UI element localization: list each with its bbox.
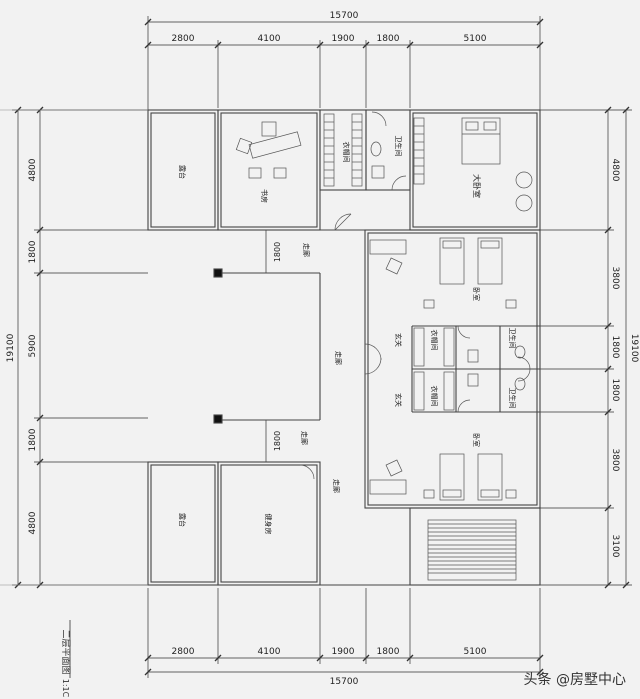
dim-bottom-total: 15700 (330, 677, 359, 687)
toilet-icon (467, 345, 526, 391)
label-closet-1: 衣帽间 (430, 330, 439, 351)
dim-bottom-seg-4: 1800 (377, 647, 400, 657)
dim-right-seg-1: 4800 (610, 159, 620, 182)
plan-scale: 1:1C (61, 679, 70, 698)
bed-icon (461, 117, 501, 165)
dim-inner-corridor-bottom: 1800 (273, 431, 282, 451)
dim-right-total: 19100 (629, 334, 639, 363)
dim-top-seg-3: 1900 (332, 34, 355, 44)
toilet-icon (370, 111, 387, 179)
wardrobe-icon (413, 327, 455, 411)
stairs-icon (427, 519, 517, 581)
label-bath-2: 卫生间 (508, 388, 517, 409)
dimension-lines (12, 16, 632, 678)
label-foyer-1: 玄关 (394, 333, 403, 347)
door-swing-icon (299, 175, 531, 480)
label-study: 书房 (260, 189, 269, 203)
dim-right-seg-6: 3100 (610, 535, 620, 558)
label-corridor-3: 走廊 (300, 431, 309, 445)
label-bath-1: 卫生间 (508, 328, 517, 349)
desk-icon (235, 121, 302, 179)
label-bedroom-1: 卧室 (472, 287, 481, 301)
dim-right-seg-5: 3800 (610, 449, 620, 472)
dim-bottom-seg-1: 2800 (172, 647, 195, 657)
wardrobe-icon (323, 113, 425, 187)
drawing-title: 二层平面图 1:1C (60, 620, 71, 698)
dim-left-seg-1: 4800 (28, 158, 38, 181)
dim-left-seg-3: 5900 (28, 334, 38, 357)
dim-left-seg-4: 1800 (28, 428, 38, 451)
dim-right-seg-3: 1800 (610, 336, 620, 359)
dim-top-total: 15700 (330, 11, 359, 21)
room-labels: 露台 书房 衣帽间 卫生间 大卧室 走廊 走廊 走廊 走廊 卧室 卧室 玄关 玄… (178, 136, 517, 535)
dim-right-seg-4: 1800 (610, 379, 620, 402)
label-bedroom-2: 卧室 (472, 433, 481, 447)
watermark: 头条 @房墅中心 (523, 672, 626, 688)
label-corridor-1: 走廊 (302, 243, 311, 257)
label-gym: 健身房 (264, 514, 273, 535)
dim-left-total: 19100 (6, 333, 16, 362)
label-bath-master: 卫生间 (394, 136, 403, 157)
dim-top-seg-5: 5100 (464, 34, 487, 44)
dim-left-seg-2: 1800 (28, 240, 38, 263)
armchair-icon (515, 171, 533, 212)
label-terrace-bottom: 露台 (178, 513, 187, 527)
bed-icon (423, 237, 517, 309)
label-terrace-top: 露台 (178, 165, 187, 179)
dimension-texts: 15700 2800 4100 1900 1800 5100 2800 4100… (6, 11, 639, 687)
dim-inner-corridor-top: 1800 (273, 242, 282, 262)
dim-bottom-seg-5: 5100 (464, 647, 487, 657)
walls (0, 109, 541, 586)
label-corridor-2: 走廊 (334, 351, 343, 365)
dim-top-seg-1: 2800 (172, 34, 195, 44)
dim-left-seg-5: 4800 (28, 511, 38, 534)
furniture (235, 111, 533, 581)
label-master-bedroom: 大卧室 (472, 174, 482, 198)
dim-bottom-seg-2: 4100 (258, 647, 281, 657)
dim-bottom-seg-3: 1900 (332, 647, 355, 657)
bed-icon (423, 453, 517, 501)
label-corridor-4: 走廊 (332, 479, 341, 493)
desk-icon (369, 459, 407, 495)
label-closet-2: 衣帽间 (430, 386, 439, 407)
dim-top-seg-2: 4100 (258, 34, 281, 44)
plan-title: 二层平面图 (60, 629, 71, 674)
dim-right-seg-2: 3800 (610, 267, 620, 290)
dim-top-seg-4: 1800 (377, 34, 400, 44)
label-closet-master: 衣帽间 (342, 142, 351, 163)
label-foyer-2: 玄关 (394, 393, 403, 407)
desk-icon (369, 239, 407, 275)
